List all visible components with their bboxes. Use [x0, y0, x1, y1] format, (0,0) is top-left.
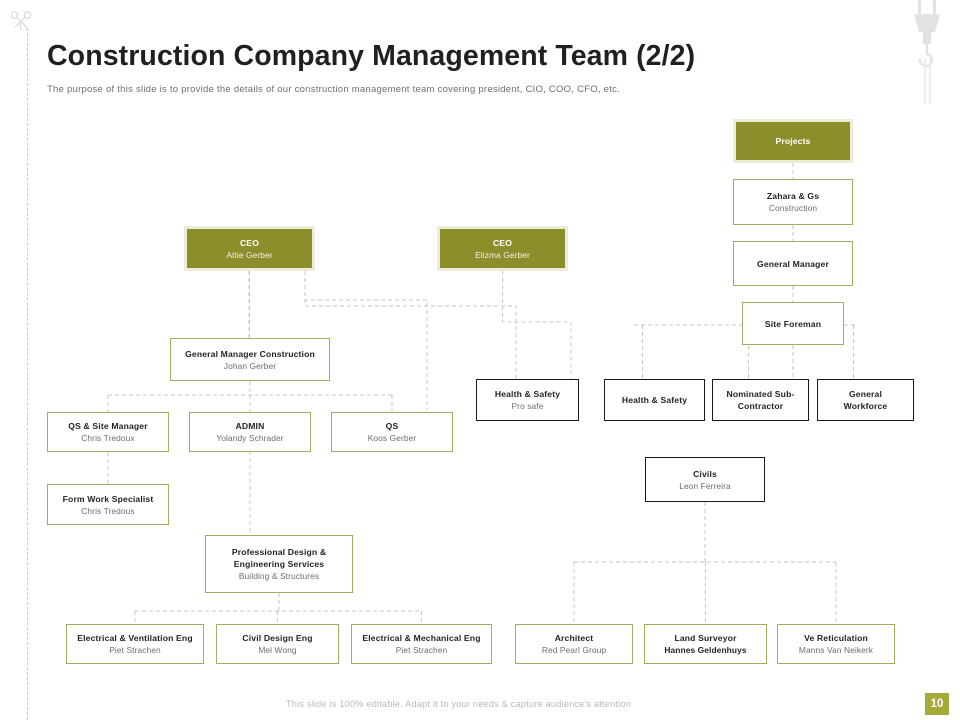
node-title: Architect — [555, 632, 594, 644]
node-subtitle: Manns Van Neikerk — [799, 644, 873, 656]
node-title: Projects — [775, 135, 810, 147]
node-subtitle: Yolandy Schrader — [216, 432, 283, 444]
org-node-health-prosafe[interactable]: Health & SafetyPro safe — [476, 379, 579, 421]
org-node-civils[interactable]: CivilsLeon Ferreira — [645, 457, 765, 502]
node-subtitle: Elizma Gerber — [475, 249, 530, 261]
node-title: QS & Site Manager — [68, 420, 147, 432]
node-title: Form Work Specialist — [63, 493, 154, 505]
page-number-badge: 10 — [925, 693, 949, 715]
node-title: Health & Safety — [495, 388, 560, 400]
node-subtitle: Piet Strachen — [109, 644, 161, 656]
node-subtitle: Pro safe — [512, 400, 544, 412]
node-title-line2: Contractor — [738, 400, 783, 412]
node-title: Professional Design & — [232, 546, 326, 558]
node-subtitle: Chris Tredous — [81, 505, 134, 517]
node-subtitle: Building & Structures — [239, 570, 319, 582]
org-node-land-surveyor[interactable]: Land SurveyorHannes Geldenhuys — [644, 624, 767, 664]
node-title: CEO — [240, 237, 259, 249]
connector-lines — [0, 0, 960, 690]
org-node-zahara[interactable]: Zahara & GsConstruction — [733, 179, 853, 225]
node-subtitle: Johan Gerber — [224, 360, 276, 372]
node-title: ADMIN — [236, 420, 265, 432]
node-title: Zahara & Gs — [767, 190, 819, 202]
footer-note: This slide is 100% editable. Adapt it to… — [286, 699, 631, 709]
node-title-line2: Engineering Services — [234, 558, 324, 570]
org-node-qs[interactable]: QSKoos Gerber — [331, 412, 453, 452]
node-title: Nominated Sub- — [727, 388, 795, 400]
node-subtitle: Hannes Geldenhuys — [664, 644, 746, 656]
node-subtitle: Koos Gerber — [368, 432, 417, 444]
org-node-elec-mech[interactable]: Electrical & Mechanical EngPiet Strachen — [351, 624, 492, 664]
node-title-line2: Workforce — [844, 400, 888, 412]
org-node-gm-construction[interactable]: General Manager ConstructionJohan Gerber — [170, 338, 330, 381]
org-node-projects[interactable]: Projects — [733, 119, 853, 163]
org-node-form-work[interactable]: Form Work SpecialistChris Tredous — [47, 484, 169, 525]
org-node-health-safety[interactable]: Health & Safety — [604, 379, 705, 421]
org-node-admin[interactable]: ADMINYolandy Schrader — [189, 412, 311, 452]
node-title: Civil Design Eng — [242, 632, 312, 644]
org-node-gm-right[interactable]: General Manager — [733, 241, 853, 286]
node-title: General Manager Construction — [185, 348, 315, 360]
node-title: Ve Reticulation — [804, 632, 868, 644]
node-subtitle: Attie Gerber — [226, 249, 272, 261]
node-title: Site Foreman — [765, 318, 821, 330]
org-node-elec-vent[interactable]: Electrical & Ventilation EngPiet Strache… — [66, 624, 204, 664]
node-subtitle: Chris Tredoux — [81, 432, 134, 444]
org-node-civil-design[interactable]: Civil Design EngMel Wong — [216, 624, 339, 664]
node-subtitle: Red Pearl Group — [542, 644, 606, 656]
org-node-ve-reticulation[interactable]: Ve ReticulationManns Van Neikerk — [777, 624, 895, 664]
org-node-prof-design[interactable]: Professional Design &Engineering Service… — [205, 535, 353, 593]
org-node-nominated-sub[interactable]: Nominated Sub-Contractor — [712, 379, 809, 421]
node-title: Electrical & Mechanical Eng — [362, 632, 480, 644]
org-node-ceo-attie[interactable]: CEOAttie Gerber — [184, 226, 315, 271]
org-node-site-foreman[interactable]: Site Foreman — [742, 302, 844, 345]
org-node-general-workforce[interactable]: GeneralWorkforce — [817, 379, 914, 421]
org-node-qs-site-mgr[interactable]: QS & Site ManagerChris Tredoux — [47, 412, 169, 452]
node-title: CEO — [493, 237, 512, 249]
node-title: Civils — [693, 468, 717, 480]
node-title: Land Surveyor — [674, 632, 736, 644]
node-subtitle: Leon Ferreira — [679, 480, 731, 492]
node-subtitle: Mel Wong — [258, 644, 296, 656]
node-title: Health & Safety — [622, 394, 687, 406]
org-node-architect[interactable]: ArchitectRed Pearl Group — [515, 624, 633, 664]
node-subtitle: Piet Strachen — [396, 644, 448, 656]
node-subtitle: Construction — [769, 202, 817, 214]
node-title: Electrical & Ventilation Eng — [77, 632, 192, 644]
node-title: QS — [386, 420, 399, 432]
org-chart: ProjectsZahara & GsConstructionGeneral M… — [0, 0, 960, 690]
node-title: General Manager — [757, 258, 829, 270]
node-title: General — [849, 388, 882, 400]
org-node-ceo-elizma[interactable]: CEOElizma Gerber — [437, 226, 568, 271]
